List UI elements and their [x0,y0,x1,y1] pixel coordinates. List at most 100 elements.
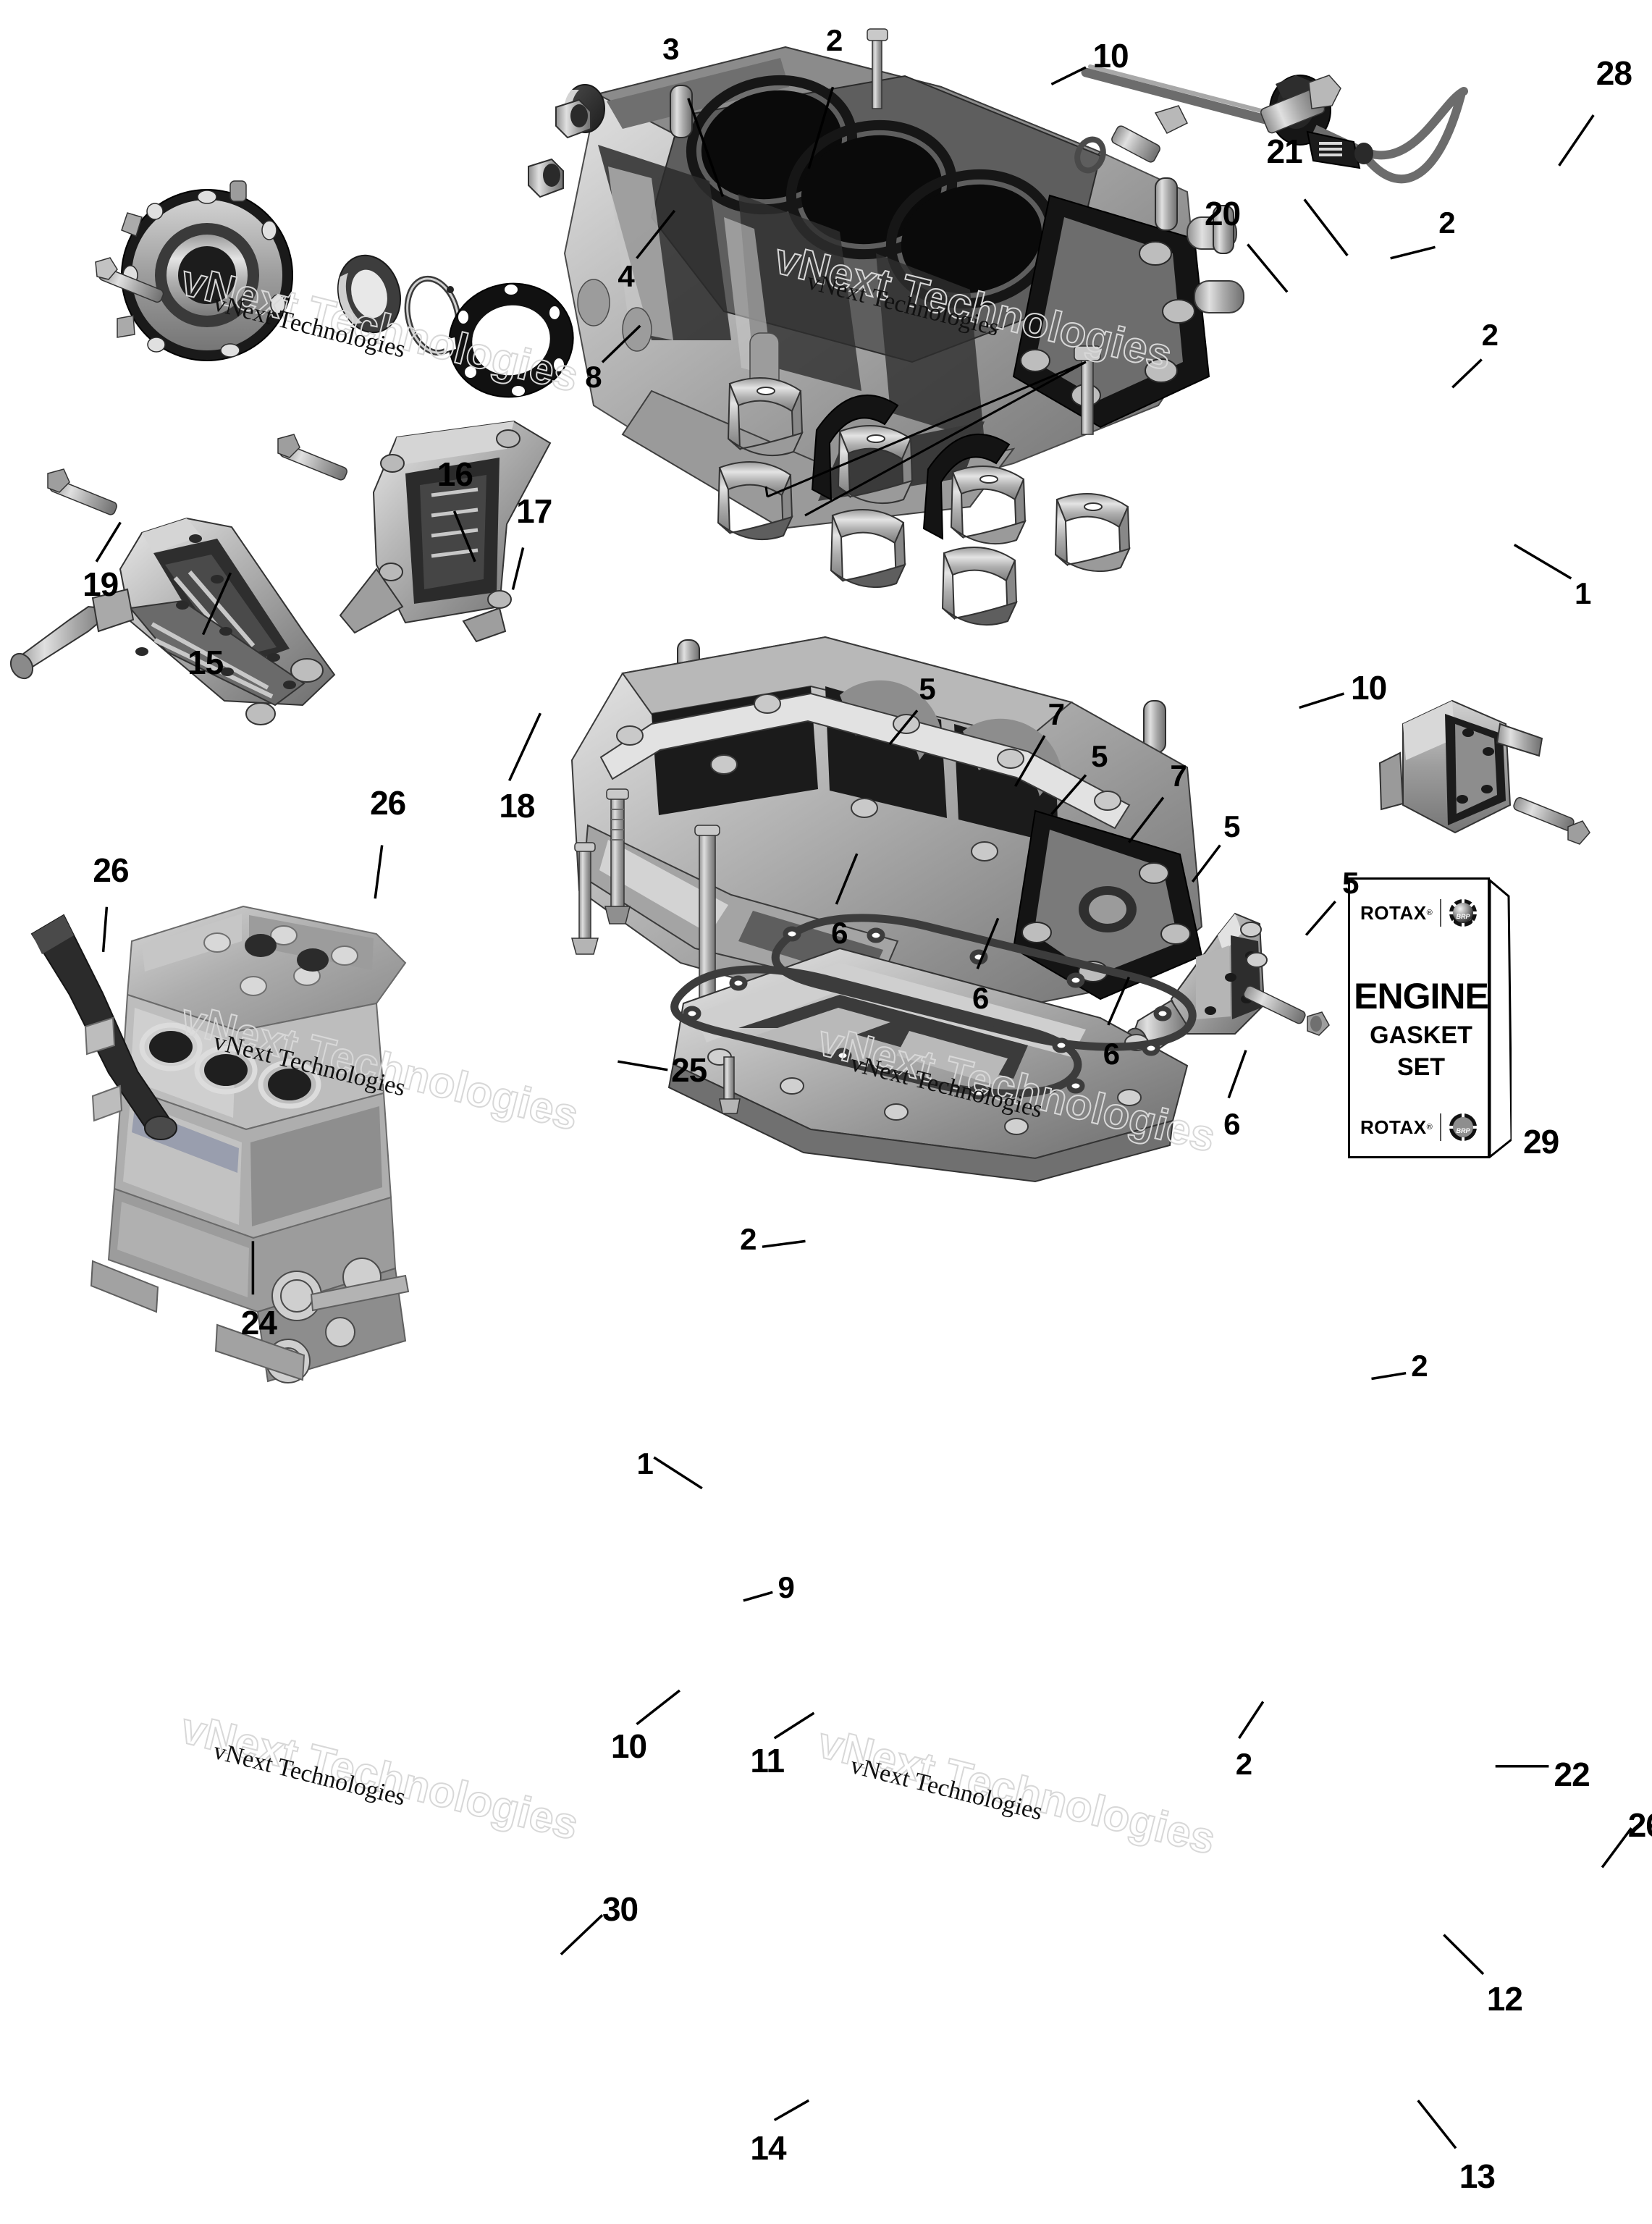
leader-line-3 [687,98,725,198]
callout-1: 1 [636,1446,654,1481]
leader-line-26 [374,845,384,899]
leader-line-14 [773,2099,810,2122]
part-10-screw-mid [1074,345,1101,435]
callout-26: 26 [370,784,406,822]
callout-15: 15 [187,644,224,682]
part-25-mount-bracket-rear [339,420,552,643]
registered-mark-top: ® [1426,909,1433,917]
leader-line-10 [1299,692,1345,709]
callout-16: 16 [437,455,473,494]
part-5-6-7-bearings [717,377,1131,626]
callout-20: 20 [1204,194,1241,232]
leader-line-30 [560,1914,604,1955]
callout-6: 6 [831,916,848,951]
leader-line-12 [1443,1934,1485,1976]
callout-3: 3 [662,31,679,66]
callout-6: 6 [972,980,989,1015]
part-4-bushing [555,98,591,139]
callout-25: 25 [671,1050,707,1089]
leader-line-1 [653,1456,703,1490]
callout-4: 4 [618,258,634,293]
gasket-box-spine [1490,879,1512,1158]
divider [1439,899,1441,927]
callout-5: 5 [1342,865,1359,900]
callout-12: 12 [1486,1980,1523,2018]
leader-line-10 [1050,66,1087,85]
part-23-oil-pump-cover [1378,699,1543,834]
gasket-box-face: ROTAX ® [1348,877,1490,1158]
part-26-bolt-a [277,434,347,481]
leader-line-5 [1191,844,1221,883]
callout-leader-lines [95,66,1632,2149]
callout-19: 19 [83,565,119,603]
gasket-box-title-gasket: GASKET [1370,1022,1472,1049]
leader-line-6 [835,853,859,905]
callout-5: 5 [1223,809,1240,843]
leader-line-13 [1417,2099,1457,2149]
callout-6: 6 [1103,1037,1120,1071]
leader-line-9 [743,1591,773,1602]
part-10-screw-top [867,28,888,109]
leader-line-19 [95,521,122,563]
svg-text:BRP: BRP [1456,1127,1470,1134]
leader-line-2 [1238,1701,1265,1739]
part-20-o-ring [1074,136,1106,174]
leader-line-10 [636,1689,680,1725]
gasket-box-title-set: SET [1396,1053,1446,1081]
brp-logo-icon-bottom: BRP [1448,1113,1478,1142]
part-18-flange-gasket [443,282,574,398]
rotax-wordmark-bottom: ROTAX [1360,1116,1427,1138]
callout-18: 18 [499,786,535,825]
part-21-screw [1111,105,1189,163]
leader-line-26 [101,906,109,953]
callout-21: 21 [1266,132,1303,171]
leader-line-25 [618,1060,668,1071]
callout-26: 26 [93,851,129,890]
callout-17: 17 [516,492,552,530]
leader-line-26 [1601,1827,1632,1869]
part-10-screw-mid2 [571,842,599,955]
part-15-bearing-flange-cover [117,180,293,361]
leader-double-10 [764,361,1087,517]
callout-7: 7 [1048,696,1065,731]
part-8-bushing [528,158,564,198]
leader-line-6 [1107,977,1131,1026]
leader-line-4 [636,209,676,259]
part-24-mount-bracket-front [9,517,336,725]
part-26-bolt-b [47,468,117,515]
leader-line-5 [1050,774,1087,815]
leader-line-6 [976,917,1000,969]
part-19-flange-screw [95,257,164,303]
part-16-oil-seal [337,254,402,334]
callout-9: 9 [777,1570,794,1605]
callout-2: 2 [1438,206,1455,240]
divider [1439,1113,1441,1141]
part-13-oil-pan [667,947,1189,1183]
callout-8: 8 [585,360,602,395]
part-12-oil-pan-gasket [670,914,1197,1100]
callout-24: 24 [240,1303,277,1341]
callout-13: 13 [1459,2157,1496,2195]
leader-line-15 [201,572,232,636]
part-9-stud-bolt [604,788,631,924]
engine-gasket-set-box: ROTAX ® [1348,877,1512,1160]
leader-line-2 [1371,1371,1407,1381]
callout-5: 5 [919,671,935,706]
callout-28: 28 [1596,54,1632,92]
callout-2: 2 [740,1222,757,1257]
gasket-box-title-engine: ENGINE [1354,976,1489,1016]
leader-line-21 [1303,198,1349,257]
leader-line-7 [1128,796,1165,843]
leader-line-5 [888,709,919,746]
part-2-dowel-pins [670,85,1234,922]
leader-line-6 [1227,1050,1247,1099]
gasket-box-brand-bottom-row: ROTAX ® BRP [1360,1113,1478,1142]
leader-line-1 [1513,543,1572,580]
part-30-complete-engine [30,905,410,1383]
callout-2: 2 [826,22,843,57]
callout-26: 26 [1627,1806,1652,1844]
part-22-support-bracket [1126,912,1268,1053]
callout-14: 14 [750,2129,786,2167]
callout-7: 7 [1170,759,1187,793]
